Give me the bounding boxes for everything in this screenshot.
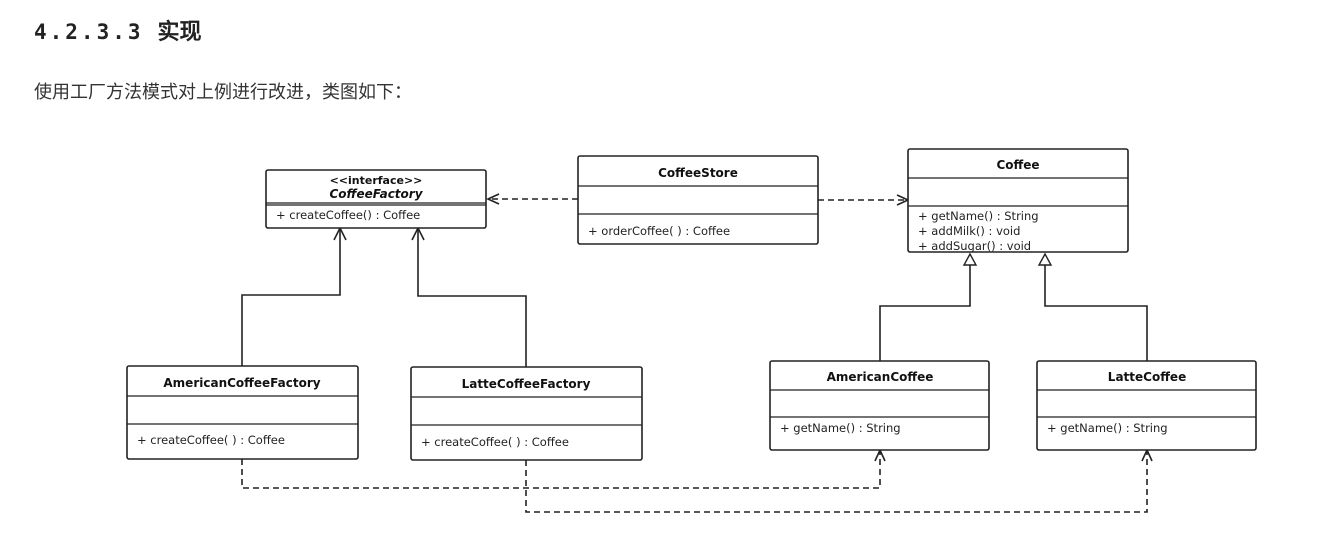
class-name: LatteCoffeeFactory: [462, 377, 591, 391]
class-coffee-store: CoffeeStore + orderCoffee( ) : Coffee: [577, 155, 819, 245]
class-latte-coffee: LatteCoffee + getName() : String: [1036, 360, 1257, 451]
class-coffee-factory: <<interface>> CoffeeFactory + createCoff…: [265, 169, 487, 229]
class-american-coffee-factory: AmericanCoffeeFactory + createCoffee( ) …: [126, 365, 359, 460]
method-label: + createCoffee() : Coffee: [276, 208, 420, 222]
class-name: Coffee: [996, 158, 1039, 172]
method-label: + getName() : String: [918, 209, 1039, 223]
class-name: CoffeeStore: [658, 166, 738, 180]
class-name: AmericanCoffee: [827, 370, 934, 384]
method-label: + createCoffee( ) : Coffee: [137, 433, 285, 447]
method-label: + getName() : String: [1047, 421, 1168, 435]
class-latte-coffee-factory: LatteCoffeeFactory + createCoffee( ) : C…: [410, 366, 643, 461]
class-name: AmericanCoffeeFactory: [163, 376, 320, 390]
class-name: LatteCoffee: [1108, 370, 1186, 384]
dependency-store-to-factory: [486, 193, 578, 205]
class-american-coffee: AmericanCoffee + getName() : String: [769, 360, 990, 451]
generalization-american-coffee: [879, 252, 978, 361]
realization-american-factory: [241, 226, 347, 366]
method-label: + addSugar() : void: [918, 239, 1031, 253]
intro-text: 使用工厂方法模式对上例进行改进，类图如下：: [34, 82, 412, 103]
section-number: 4.2.3.3: [34, 20, 144, 44]
dependency-store-to-coffee: [818, 194, 910, 206]
generalization-latte-coffee: [1037, 252, 1148, 361]
realization-latte-factory: [411, 226, 527, 367]
section-heading: 4.2.3.3 实现: [34, 14, 202, 46]
class-name: CoffeeFactory: [329, 187, 423, 201]
class-coffee: Coffee + getName() : String + addMilk() …: [907, 148, 1129, 253]
method-label: + orderCoffee( ) : Coffee: [588, 224, 730, 238]
method-label: + getName() : String: [780, 421, 901, 435]
stereotype-label: <<interface>>: [330, 174, 423, 187]
method-label: + addMilk() : void: [918, 224, 1020, 238]
section-title: 实现: [157, 20, 202, 45]
method-label: + createCoffee( ) : Coffee: [421, 435, 569, 449]
